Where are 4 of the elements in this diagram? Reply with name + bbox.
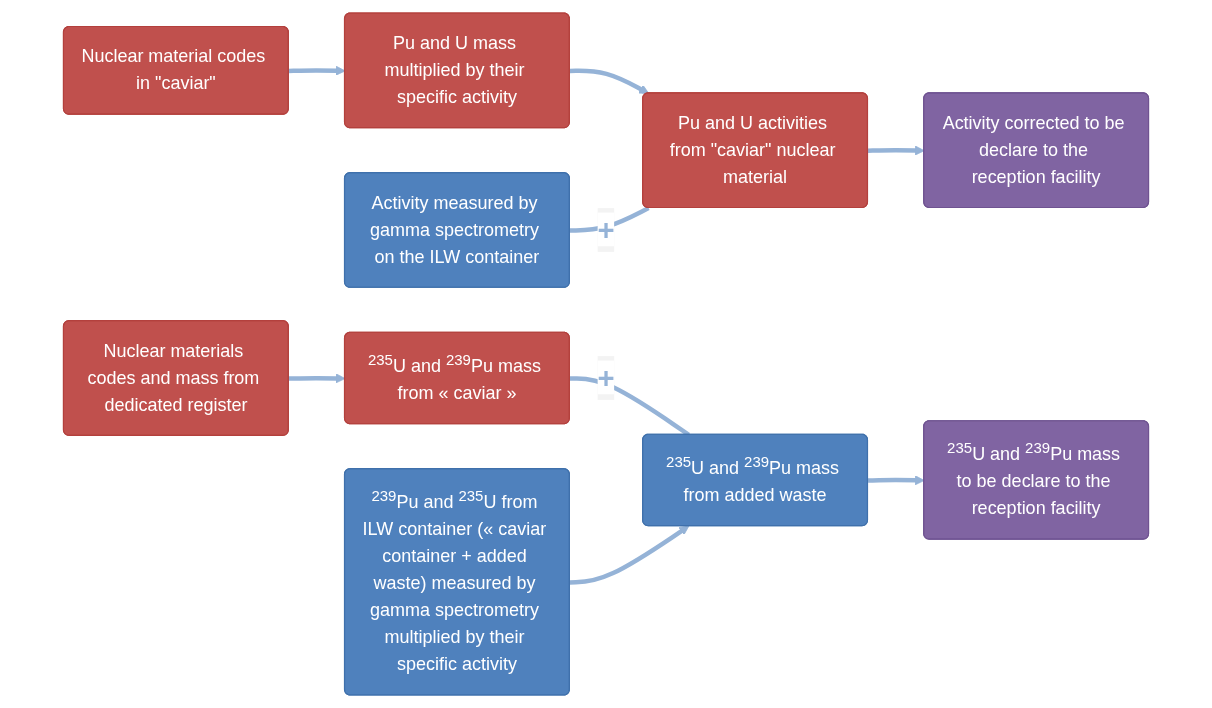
arrow: [569, 68, 649, 94]
arrow: [569, 525, 690, 585]
edge-label: +: [597, 212, 615, 247]
edge-label: +: [597, 360, 615, 395]
